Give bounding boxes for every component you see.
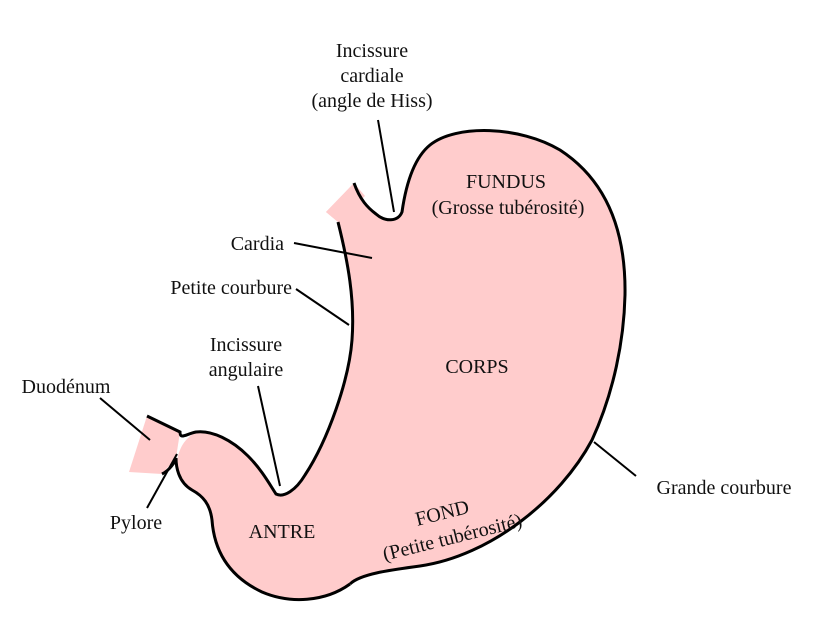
leader-duodenum: [99, 397, 151, 441]
stomach-body: [177, 130, 626, 600]
label-corps: CORPS: [445, 356, 508, 378]
label-fundus: FUNDUS: [466, 171, 546, 193]
leader-incissure-angulaire: [257, 385, 281, 487]
greater-curvature-outline: [348, 129, 627, 586]
label-incissure-angulaire-2: angulaire: [209, 359, 284, 381]
leader-grande-courbure: [593, 441, 637, 477]
leader-pylore: [146, 453, 178, 509]
label-fundus-sub: (Grosse tubérosité): [432, 197, 585, 219]
label-incissure-cardiale-2: cardiale: [340, 65, 403, 87]
label-grande-courbure: Grande courbure: [657, 477, 792, 499]
label-cardia: Cardia: [231, 233, 284, 255]
leader-cardia: [293, 242, 373, 259]
pylorus-outline: [161, 457, 351, 602]
duodenum-stub: [129, 416, 180, 474]
label-petite-courbure: Petite courbure: [170, 277, 292, 299]
lesser-curvature-outline: [146, 221, 355, 497]
leader-incissure-cardiale: [377, 119, 395, 213]
label-antre: ANTRE: [249, 521, 316, 543]
label-duodenum: Duodénum: [22, 376, 111, 398]
leader-petite-courbure: [295, 288, 350, 326]
label-pylore: Pylore: [110, 512, 162, 534]
label-incissure-angulaire-1: Incissure: [210, 334, 282, 356]
label-incissure-cardiale-1: Incissure: [336, 40, 408, 62]
label-incissure-cardiale-3: (angle de Hiss): [311, 90, 432, 112]
